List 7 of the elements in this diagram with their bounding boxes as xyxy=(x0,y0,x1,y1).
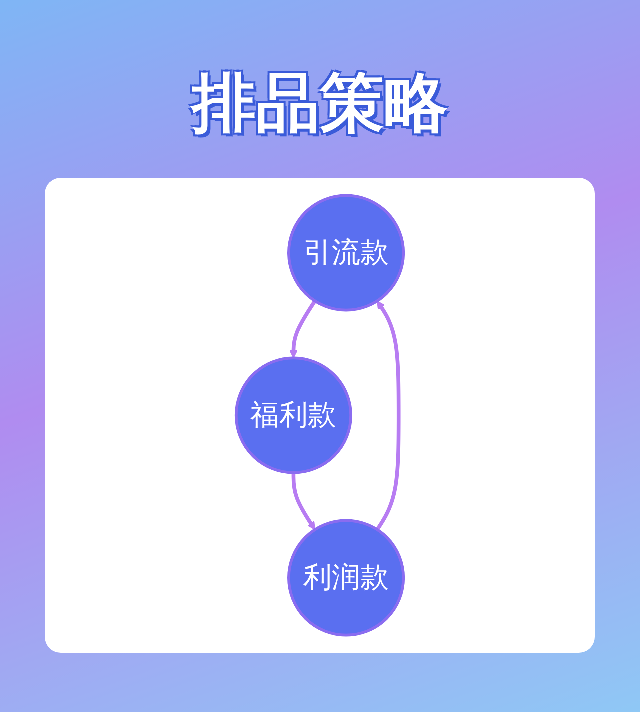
node-circle: 引流款 xyxy=(288,194,406,312)
title: 排品策略 xyxy=(190,66,449,143)
arrow xyxy=(292,472,316,530)
arrow xyxy=(290,300,317,359)
arrow xyxy=(376,300,401,531)
node-circle: 利润款 xyxy=(288,519,406,637)
node-circle: 福利款 xyxy=(234,356,352,474)
